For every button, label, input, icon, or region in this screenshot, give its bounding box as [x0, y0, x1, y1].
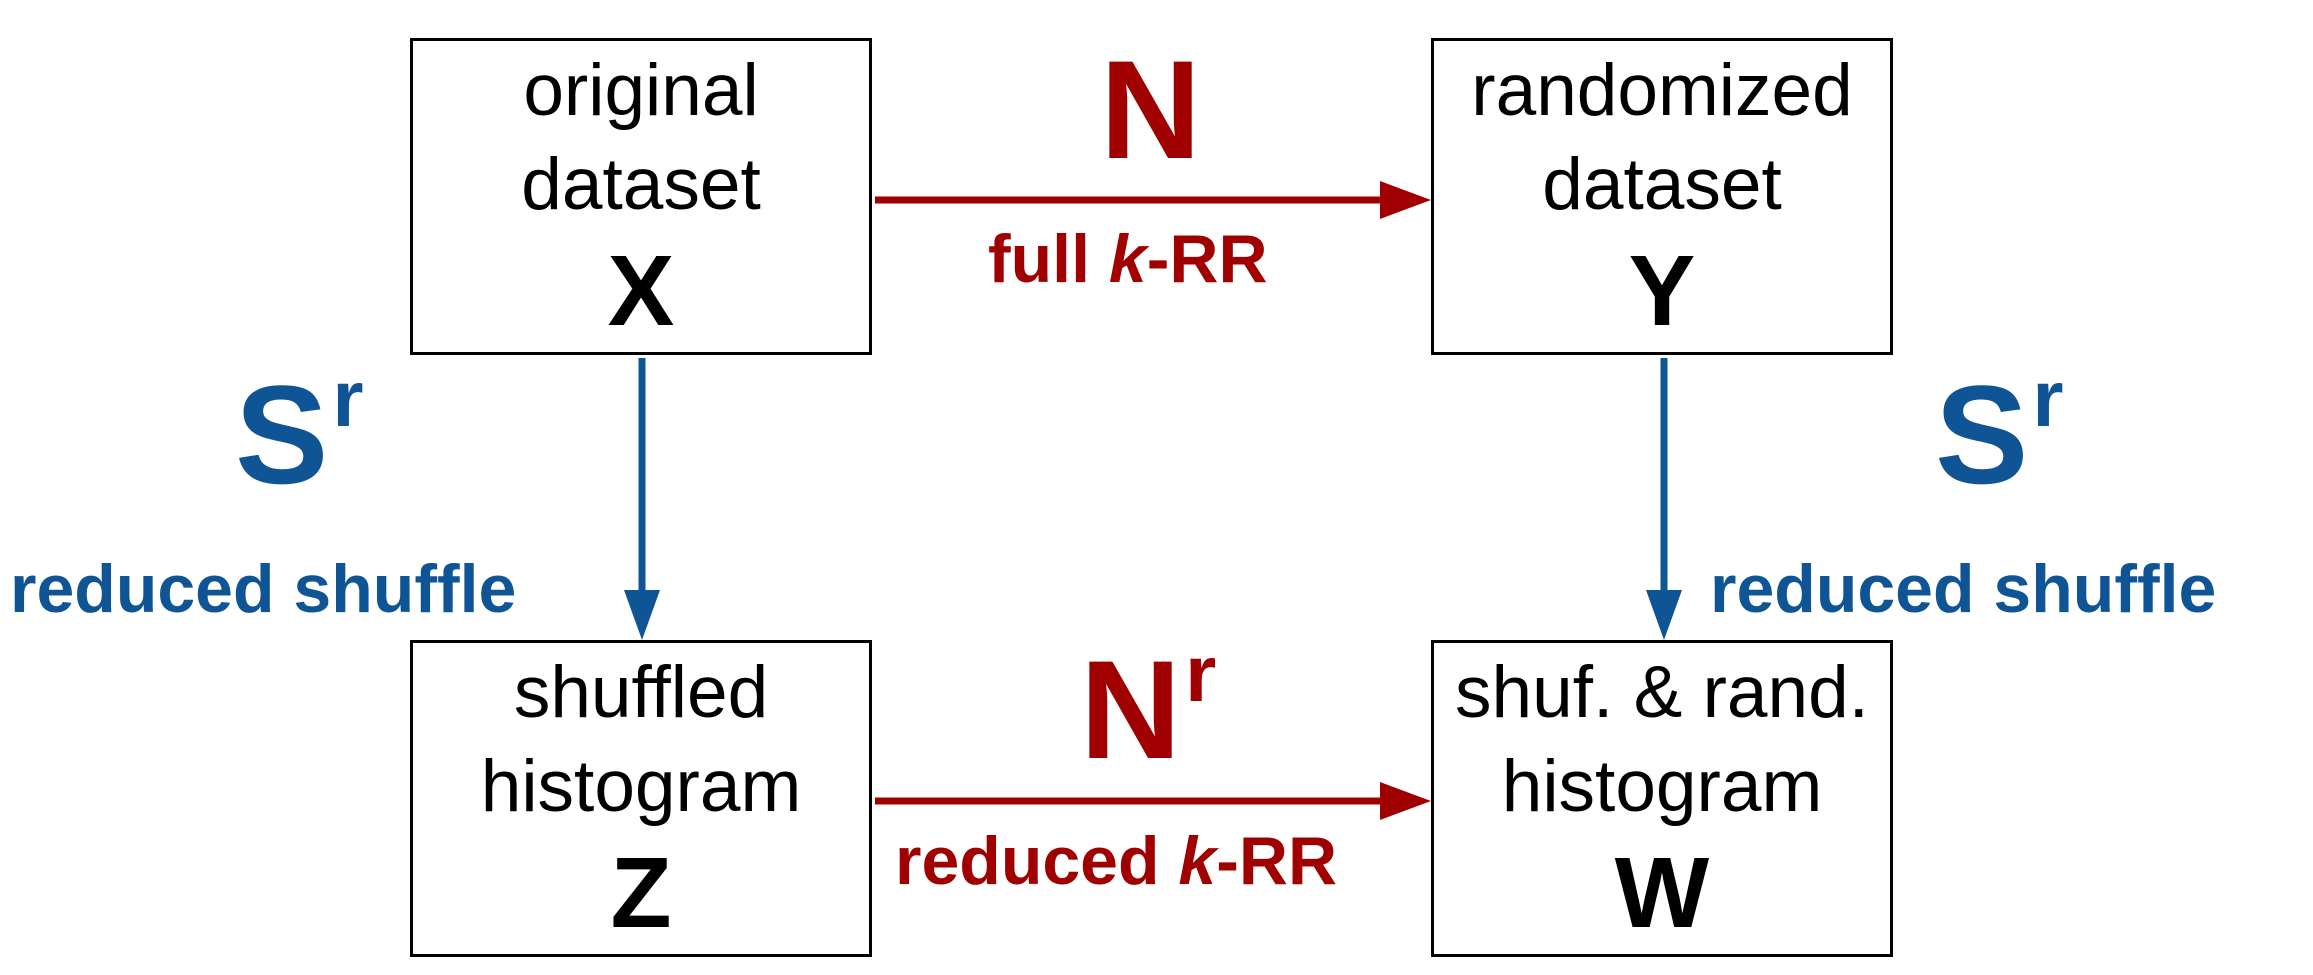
edge-right-symbol-sup: r — [2032, 354, 2064, 443]
edge-bottom-label-suffix: -RR — [1216, 823, 1338, 899]
edge-bottom-label-prefix: reduced — [895, 823, 1179, 899]
edge-top-label: full k-RR — [988, 225, 1268, 293]
edge-left-symbol-sup: r — [332, 354, 364, 443]
edge-right-symbol-text: S — [1935, 356, 2029, 513]
edge-top-symbol-text: N — [1100, 31, 1202, 188]
arrowhead-x-to-y — [1380, 181, 1431, 219]
edge-top-label-prefix: full — [988, 221, 1109, 297]
box-w-symbol: W — [1614, 837, 1710, 949]
edge-right-symbol: Sr — [1935, 359, 2064, 505]
edge-bottom-symbol: Nr — [1080, 634, 1216, 780]
box-x-line1: original — [523, 50, 759, 131]
box-z-symbol: Z — [610, 837, 672, 949]
edge-right-label: reduced shuffle — [1710, 551, 2217, 627]
edge-bottom-label: reduced k-RR — [895, 827, 1337, 895]
box-randomized-dataset: randomized dataset Y — [1431, 38, 1893, 355]
box-x-line2: dataset — [521, 144, 761, 225]
arrowhead-z-to-w — [1380, 782, 1431, 820]
edge-bottom-symbol-sup: r — [1185, 629, 1217, 718]
arrowhead-y-to-w — [1646, 590, 1682, 640]
box-y-line1: randomized — [1471, 50, 1853, 131]
edge-left-symbol: Sr — [235, 359, 364, 505]
edge-left-label: reduced shuffle — [10, 551, 517, 627]
edge-bottom-label-k: k — [1178, 823, 1217, 899]
box-w-line2: histogram — [1501, 746, 1823, 827]
edge-bottom-symbol-text: N — [1080, 631, 1182, 788]
box-z-line2: histogram — [480, 746, 802, 827]
edge-top-label-k: k — [1108, 221, 1147, 297]
edge-left-symbol-text: S — [235, 356, 329, 513]
box-y-symbol: Y — [1628, 235, 1696, 347]
box-original-dataset: original dataset X — [410, 38, 872, 355]
edge-top-symbol: N — [1100, 40, 1201, 180]
arrowhead-x-to-z — [624, 590, 660, 640]
box-shuffled-randomized-histogram: shuf. & rand. histogram W — [1431, 640, 1893, 957]
box-z-line1: shuffled — [513, 652, 769, 733]
box-x-symbol: X — [607, 235, 675, 347]
box-w-line1: shuf. & rand. — [1455, 652, 1869, 733]
box-shuffled-histogram: shuffled histogram Z — [410, 640, 872, 957]
box-y-line2: dataset — [1542, 144, 1782, 225]
edge-top-label-suffix: -RR — [1146, 221, 1268, 297]
